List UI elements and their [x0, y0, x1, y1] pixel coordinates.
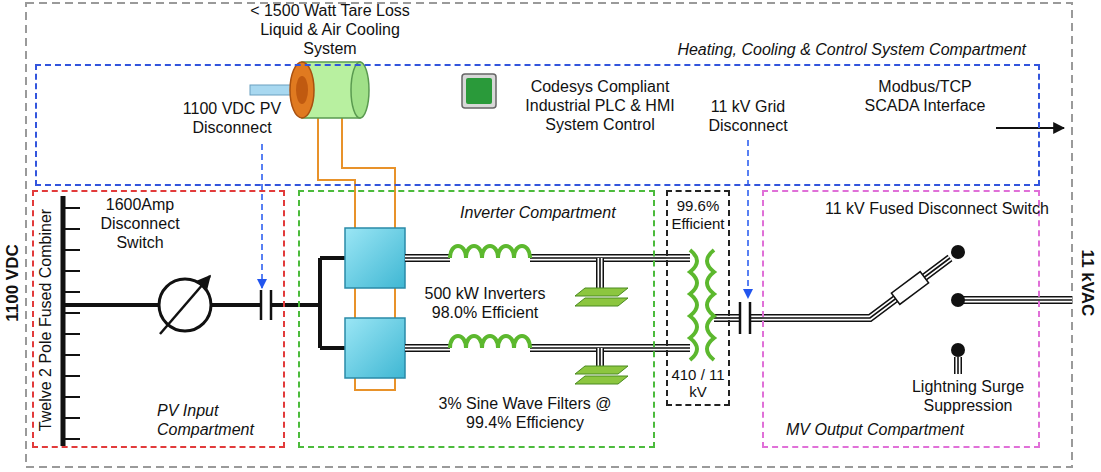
transformer-compartment: 99.6% Efficient 410 / 11 kV — [666, 190, 730, 406]
surge-label: Lightning Surge Suppression — [903, 378, 1033, 416]
compartment-title: Inverter Compartment — [460, 204, 616, 223]
surge-arrester — [951, 343, 965, 357]
plc-label: Codesys Compliant Industrial PLC & HMI S… — [513, 78, 688, 135]
power-wire-stroke — [655, 256, 666, 261]
ac-output-label: 11 kVAC — [1077, 250, 1097, 317]
filter-capacitor — [575, 366, 628, 374]
contactor-gap — [741, 304, 749, 332]
contactor — [260, 290, 263, 320]
transformer-winding — [707, 250, 714, 360]
enclosure-outline — [26, 3, 1072, 467]
filter-capacitor — [575, 376, 628, 384]
compartment-title: PV Input Compartment — [157, 402, 269, 440]
scada-arrow — [996, 127, 1064, 129]
power-wire — [285, 305, 298, 306]
power-wire-stroke — [285, 303, 298, 307]
compartment-title: 410 / 11 kV — [668, 366, 728, 401]
inverter — [345, 318, 405, 378]
combiner-inputs — [63, 198, 80, 444]
disconnect-label: 1100 VDC PV Disconnect — [175, 100, 290, 138]
fused-switch-label: 11 kV Fused Disconnect Switch — [825, 200, 1045, 219]
dc-input-label: 1100 VDC — [3, 244, 23, 322]
plc-screen — [466, 78, 492, 104]
cooling-unit-hub — [296, 76, 308, 104]
power-wire-stroke — [655, 254, 666, 262]
dc-wire — [298, 258, 345, 348]
contactor — [749, 302, 752, 334]
inverter — [345, 228, 405, 288]
disconnect-label: 11 kV Grid Disconnect — [701, 98, 796, 136]
switch-contact — [951, 245, 965, 259]
filter-label: 3% Sine Wave Filters @ 99.4% Efficiency — [415, 395, 635, 433]
ac-bus — [405, 258, 1072, 374]
transformer-winding — [690, 250, 697, 360]
plc-hmi-icon — [462, 74, 496, 108]
cooling-unit-face — [290, 62, 314, 118]
contactor — [739, 302, 742, 334]
filter-inductor — [450, 246, 530, 258]
power-wire — [655, 258, 666, 259]
cooling-label: < 1500 Watt Tare Loss Liquid & Air Cooli… — [250, 2, 410, 59]
filter-capacitor — [575, 288, 628, 296]
scada-label: Modbus/TCP SCADA Interface — [858, 78, 993, 116]
dc-wire — [63, 303, 285, 307]
compartment-title: 99.6% Efficient — [668, 197, 728, 232]
control-arrow — [747, 140, 749, 298]
compartment-title: Heating, Cooling & Control System Compar… — [677, 41, 1026, 60]
contactor — [270, 290, 273, 320]
switch-contact — [951, 293, 965, 307]
filter-capacitor — [575, 298, 628, 306]
filter-inductor — [450, 336, 530, 348]
fuse — [891, 272, 928, 305]
cooling-unit-end — [351, 62, 369, 118]
control-arrow — [261, 144, 263, 288]
disconnect-switch-arrow — [160, 276, 210, 334]
combiner-label: Twelve 2 Pole Fused Combiner — [37, 209, 56, 431]
inverter-label: 500 kW Inverters 98.0% Efficient — [415, 285, 555, 323]
contactor-gap — [262, 292, 270, 318]
power-wire-stroke — [655, 257, 666, 259]
switch-label: 1600Amp Disconnect Switch — [90, 196, 190, 253]
compartment-title: MV Output Compartment — [786, 421, 964, 440]
